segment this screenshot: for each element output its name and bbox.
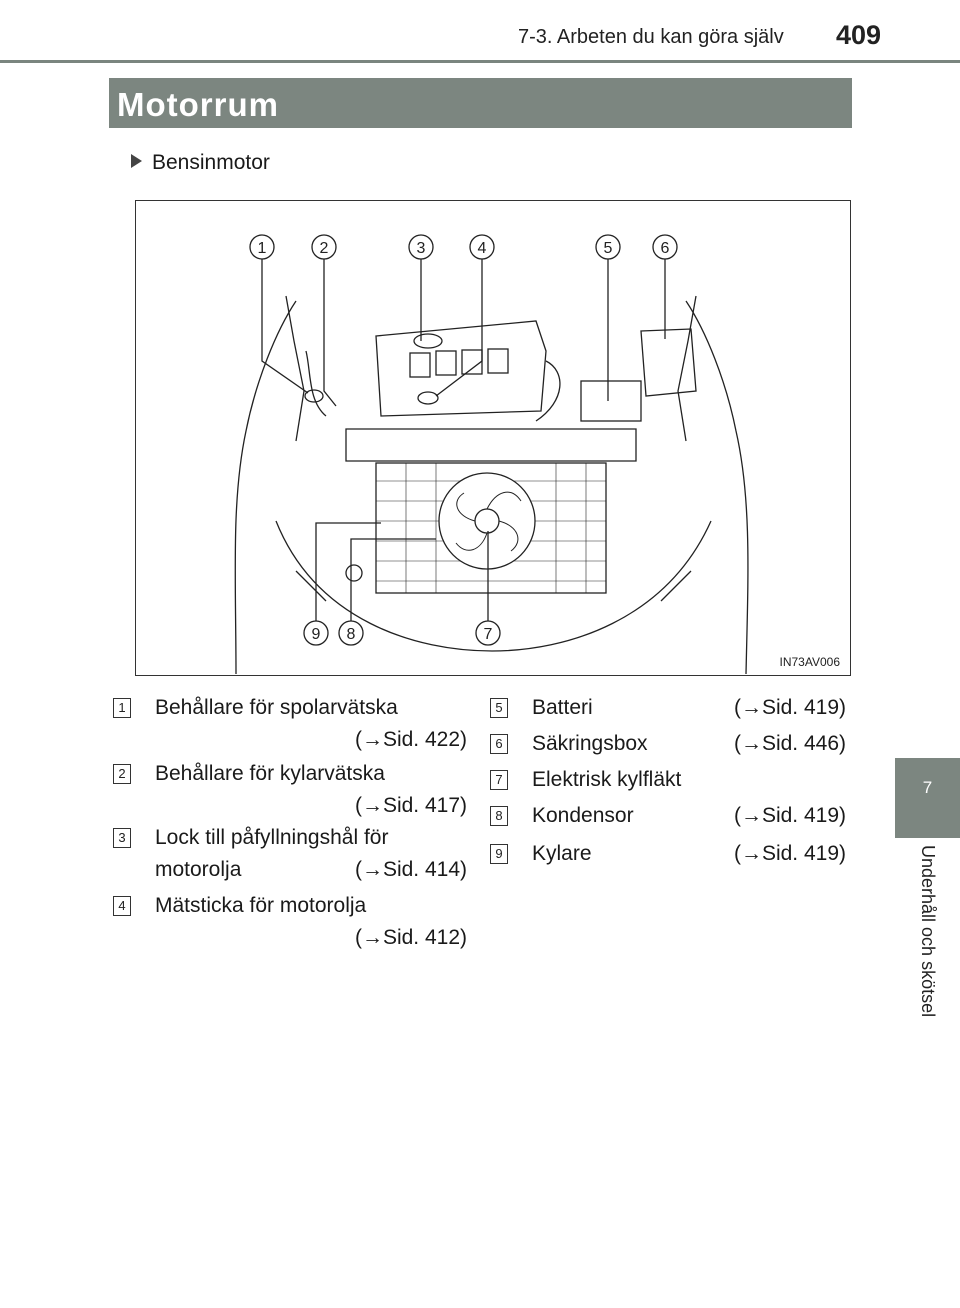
triangle-bullet-icon xyxy=(131,154,142,168)
legend-ref: (→Sid. 446) xyxy=(733,732,846,755)
chapter-label-wrap: Underhåll och skötsel xyxy=(895,845,960,1045)
body-right-outline xyxy=(685,300,749,674)
legend-ref: (→Sid. 419) xyxy=(733,842,846,865)
subheading: Bensinmotor xyxy=(131,151,270,175)
fog-lamp-lines xyxy=(295,570,692,602)
legend-number: 8 xyxy=(490,806,508,826)
section-title: 7-3. Arbeten du kan göra själv xyxy=(518,26,784,48)
legend-item-8: 8 Kondensor (→Sid. 419) xyxy=(490,800,852,832)
callout-4: 4 xyxy=(478,240,487,257)
callout-circle-8 xyxy=(338,620,364,646)
legend-text: Behållare för spolarvätska xyxy=(155,696,398,719)
legend-ref: (→Sid. 412) xyxy=(354,926,467,949)
intake-hose xyxy=(535,360,561,422)
legend-number: 4 xyxy=(113,896,131,916)
callout-circle-1 xyxy=(249,234,275,260)
callout-9: 9 xyxy=(312,626,321,643)
radiator xyxy=(375,462,607,594)
legend-item-2: 2 Behållare för kylarvätska (→Sid. 417) xyxy=(113,758,473,822)
cover-slot-2 xyxy=(435,350,457,376)
engine-illustration: 1 2 3 4 5 6 7 8 9 xyxy=(234,234,749,674)
chapter-label: Underhåll och skötsel xyxy=(918,845,938,1018)
legend-item-9: 9 Kylare (→Sid. 419) xyxy=(490,838,852,870)
figure-code: IN73AV006 xyxy=(779,655,841,669)
hood-hinge-right xyxy=(677,295,697,442)
front-bumper xyxy=(275,520,712,652)
legend-number: 9 xyxy=(490,844,508,864)
leader-lines xyxy=(261,259,666,621)
legend-ref: (→Sid. 414) xyxy=(354,858,467,881)
callout-circle-4 xyxy=(469,234,495,260)
legend-ref: (→Sid. 419) xyxy=(733,804,846,827)
legend-item-3: 3 Lock till påfyllningshål för motorolja… xyxy=(113,822,473,886)
engine-bay-figure: 1 2 3 4 5 6 7 8 9 IN73AV006 xyxy=(135,200,851,676)
legend-number: 7 xyxy=(490,770,508,790)
legend-number: 1 xyxy=(113,698,131,718)
callout-circle-7 xyxy=(475,620,501,646)
legend-text: Kylare xyxy=(532,842,592,865)
legend-text: Elektrisk kylfläkt xyxy=(532,768,682,791)
legend-number: 6 xyxy=(490,734,508,754)
legend-item-4: 4 Mätsticka för motorolja (→Sid. 412) xyxy=(113,890,473,954)
header-rule xyxy=(0,60,960,63)
callout-6: 6 xyxy=(661,240,670,257)
legend-text-line2: motorolja xyxy=(155,858,242,881)
hood-hinge-left xyxy=(285,295,305,442)
legend-number: 5 xyxy=(490,698,508,718)
chapter-tab: 7 xyxy=(895,758,960,838)
cover-slot-1 xyxy=(409,352,431,378)
legend-text: Mätsticka för motorolja xyxy=(155,894,367,917)
chapter-number: 7 xyxy=(922,778,933,797)
fuse-box xyxy=(640,328,697,397)
engine-cover xyxy=(375,320,547,417)
legend-text: Batteri xyxy=(532,696,593,719)
legend-item-1: 1 Behållare för spolarvätska (→Sid. 422) xyxy=(113,692,473,756)
legend-text: Säkringsbox xyxy=(532,732,648,755)
legend-text: Behållare för kylarvätska xyxy=(155,762,385,785)
callout-8: 8 xyxy=(347,626,356,643)
fan-shroud xyxy=(438,472,536,570)
battery xyxy=(580,380,642,422)
callout-3: 3 xyxy=(417,240,426,257)
legend-number: 2 xyxy=(113,764,131,784)
legend-ref: (→Sid. 417) xyxy=(354,794,467,817)
body-left-outline xyxy=(234,300,297,674)
legend-number: 3 xyxy=(113,828,131,848)
legend-text: Lock till påfyllningshål för xyxy=(155,826,389,849)
callout-circle-9 xyxy=(303,620,329,646)
callout-5: 5 xyxy=(604,240,613,257)
cover-slot-3 xyxy=(461,349,483,375)
callout-circle-2 xyxy=(311,234,337,260)
legend-item-7: 7 Elektrisk kylfläkt xyxy=(490,764,852,796)
page-number: 409 xyxy=(836,20,882,50)
oil-cap xyxy=(413,333,443,349)
callout-circle-5 xyxy=(595,234,621,260)
callout-2: 2 xyxy=(320,240,329,257)
callout-circle-6 xyxy=(652,234,678,260)
legend-text: Kondensor xyxy=(532,804,634,827)
callout-1: 1 xyxy=(258,240,267,257)
subheading-text: Bensinmotor xyxy=(152,151,270,174)
cover-slot-4 xyxy=(487,348,509,374)
legend-ref: (→Sid. 422) xyxy=(354,728,467,751)
legend-item-5: 5 Batteri (→Sid. 419) xyxy=(490,692,852,724)
dipstick-handle xyxy=(417,391,439,405)
washer-tank xyxy=(305,350,327,417)
page-title: Motorrum xyxy=(117,86,279,123)
legend-ref: (→Sid. 419) xyxy=(733,696,846,719)
title-bar: Motorrum xyxy=(109,78,852,128)
washer-cap xyxy=(304,389,324,403)
legend-item-6: 6 Säkringsbox (→Sid. 446) xyxy=(490,728,852,760)
callout-7: 7 xyxy=(484,626,493,643)
tow-hook-cover xyxy=(345,564,363,582)
callout-circle-3 xyxy=(408,234,434,260)
cross-member xyxy=(345,428,637,462)
